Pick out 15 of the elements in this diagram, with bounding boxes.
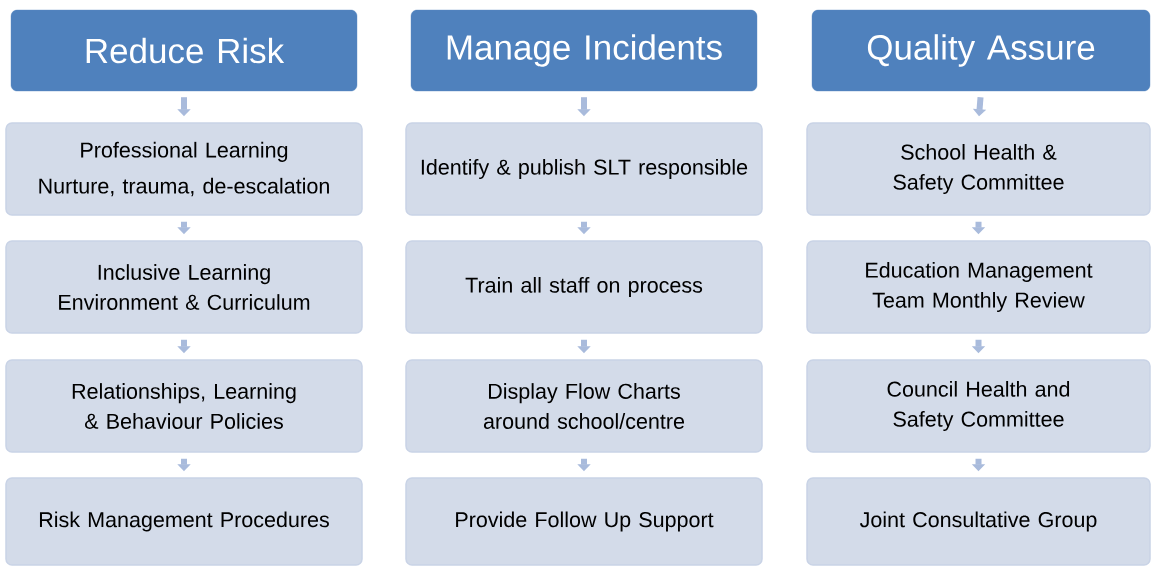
step-box: Provide Follow Up Support [405, 477, 763, 566]
step-box: Inclusive Learning Environment & Curriculum [5, 240, 363, 334]
step-box: Train all staff on process [405, 240, 763, 334]
step-box: Risk Management Procedures [5, 477, 363, 566]
step-box: School Health & Safety Committee [806, 122, 1151, 216]
step-box: Education Management Team Monthly Review [806, 240, 1151, 334]
heading-box: Quality Assure [811, 9, 1151, 92]
heading-box: Reduce Risk [10, 9, 358, 92]
step-box: Council Health and Safety Committee [806, 359, 1151, 453]
heading-box: Manage Incidents [410, 9, 758, 92]
step-box: Identify & publish SLT responsible [405, 122, 763, 216]
step-box: Joint Consultative Group [806, 477, 1151, 566]
step-box: Relationships, Learning & Behaviour Policies [5, 359, 363, 453]
step-box: Display Flow Charts around school/centre [405, 359, 763, 453]
step-box: Professional Learning Nurture, trauma, de-escalation [5, 122, 363, 216]
